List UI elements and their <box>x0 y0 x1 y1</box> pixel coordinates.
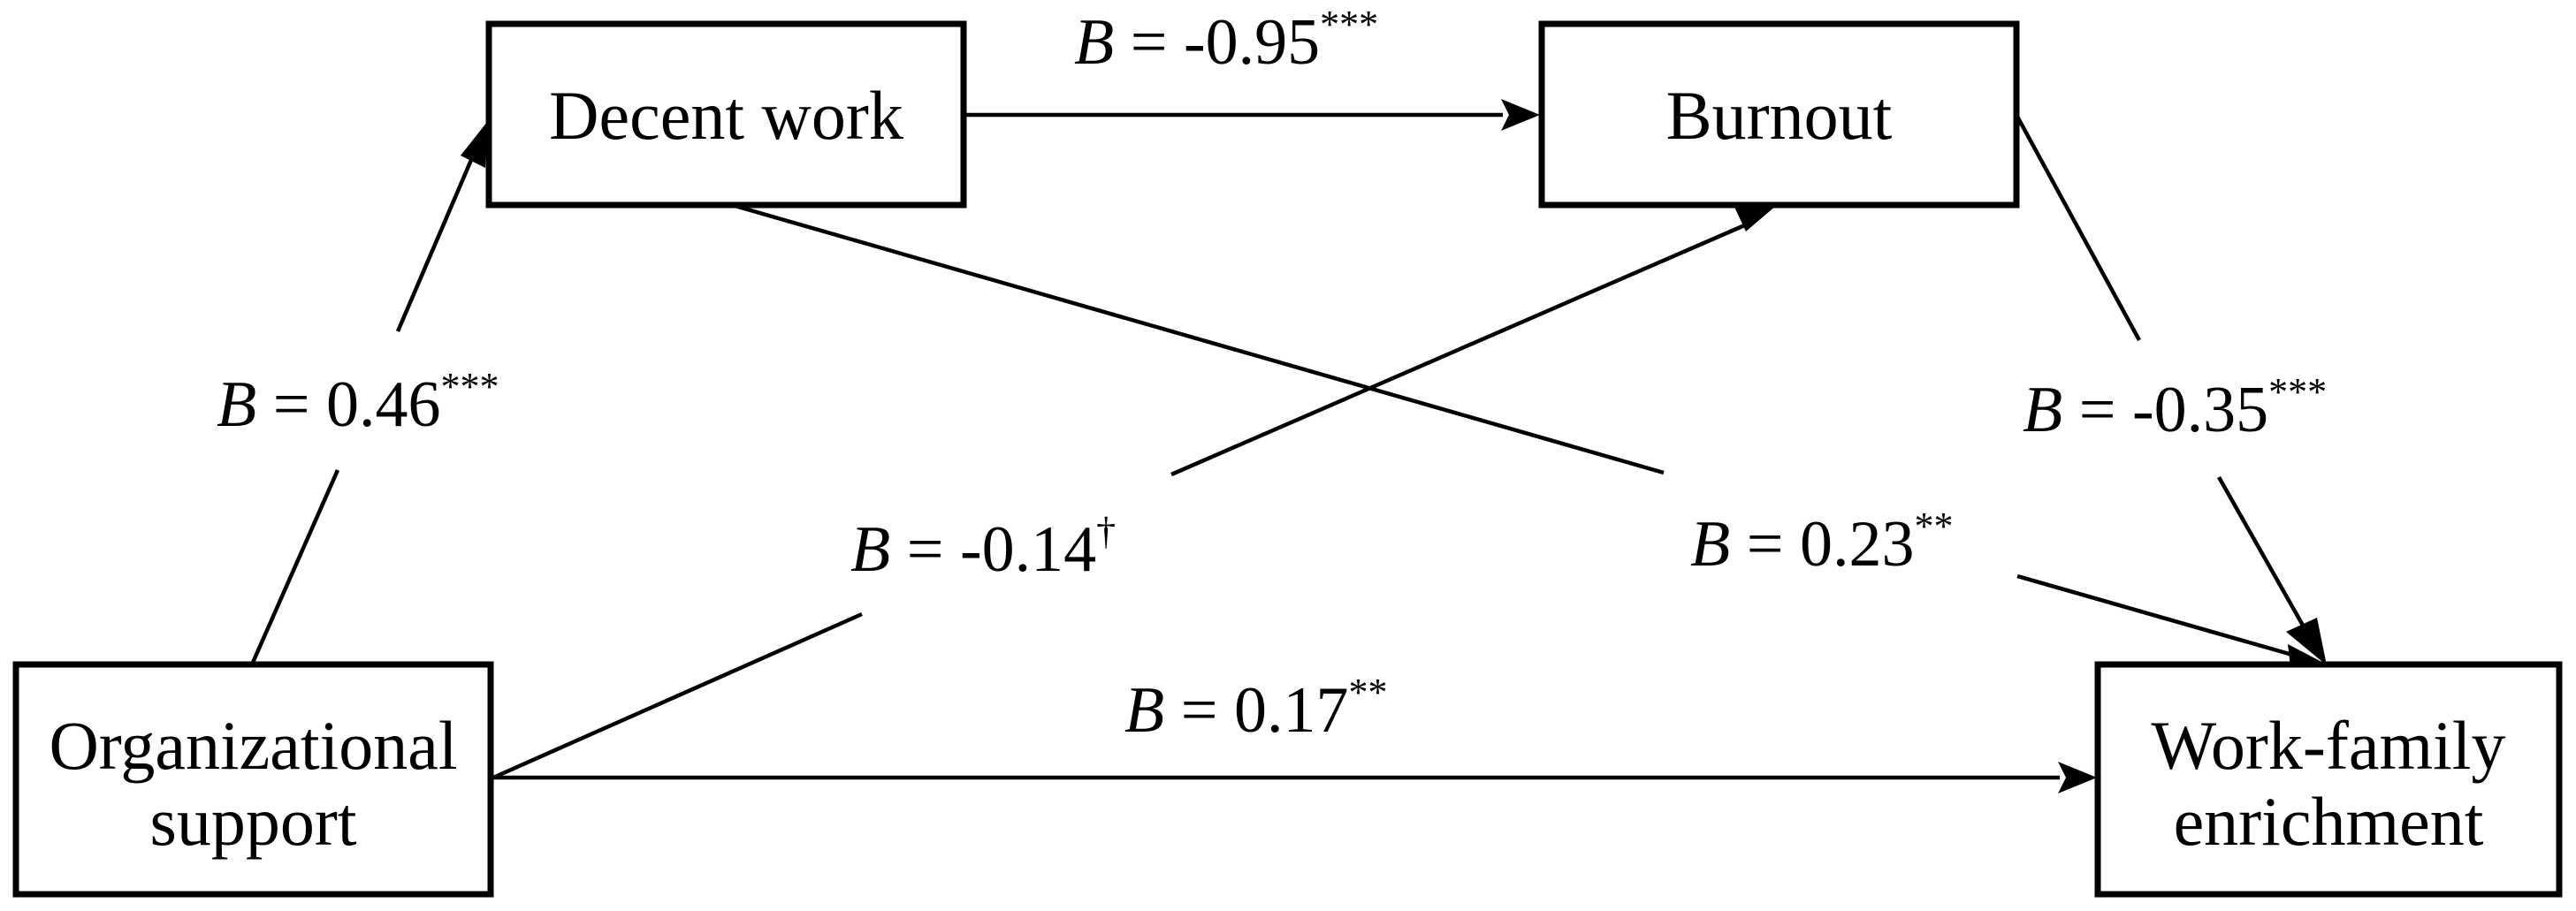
node-work-family-enrichment: Work-family enrichment <box>2094 661 2563 898</box>
node-decent-work: Decent work <box>485 20 967 209</box>
edge-org-to-decent-work-line <box>395 140 482 332</box>
label-significance: † <box>1096 510 1116 553</box>
edge-label-decent-work-to-burnout: B = -0.95*** <box>1074 3 1378 79</box>
arrowhead-icon <box>2286 618 2327 665</box>
edge-burnout-to-wfe-line <box>2015 113 2141 342</box>
label-coefficient: -0.14 <box>960 513 1096 586</box>
node-label-line: Work-family <box>2152 707 2506 784</box>
label-operator: = <box>907 513 944 586</box>
label-significance: *** <box>440 365 499 408</box>
arrowhead-icon <box>461 122 487 168</box>
edge-label-burnout-to-wfe: B = -0.35*** <box>2023 370 2327 446</box>
edge-decent-work-to-wfe-line <box>731 202 1665 475</box>
label-operator: = <box>1747 508 1784 581</box>
edges <box>249 99 2327 793</box>
label-significance: ** <box>1914 505 1953 548</box>
edge-label-org-to-decent-work: B = 0.46*** <box>217 365 499 441</box>
label-coefficient: 0.46 <box>326 368 441 441</box>
edge-org-to-burnout-line <box>492 611 863 780</box>
label-significance: ** <box>1348 671 1387 714</box>
edge-label-org-to-wfe: B = 0.17** <box>1124 671 1387 747</box>
arrowhead-icon <box>1501 99 1540 131</box>
node-box <box>2094 661 2563 898</box>
label-symbol: B <box>850 513 890 586</box>
node-box <box>1538 20 2020 209</box>
node-organizational-support: Organizational support <box>12 661 494 898</box>
node-label-line: enrichment <box>2174 783 2484 860</box>
node-label: Burnout <box>1666 77 1893 154</box>
label-symbol: B <box>1124 674 1164 747</box>
arrowhead-icon <box>2058 762 2097 793</box>
node-box <box>485 20 967 209</box>
node-label-line: support <box>150 783 357 860</box>
label-symbol: B <box>2023 374 2062 446</box>
node-label: Decent work <box>549 77 903 154</box>
label-operator: = <box>2079 374 2116 446</box>
label-coefficient: 0.17 <box>1234 674 1349 747</box>
label-coefficient: -0.35 <box>2132 374 2268 446</box>
label-symbol: B <box>1074 6 1114 79</box>
label-significance: *** <box>1320 3 1378 46</box>
edge-burnout-to-wfe-line <box>2217 475 2311 638</box>
edge-label-decent-work-to-wfe: B = 0.23** <box>1690 505 1953 581</box>
node-label-line: Organizational <box>49 707 457 784</box>
node-box <box>12 661 494 898</box>
label-symbol: B <box>1690 508 1730 581</box>
label-coefficient: 0.23 <box>1800 508 1915 581</box>
edge-org-to-burnout-line <box>1170 221 1749 477</box>
edge-decent-work-to-wfe-line <box>2016 573 2299 659</box>
edge-org-to-decent-work-line <box>249 469 340 665</box>
label-operator: = <box>1181 674 1218 747</box>
arrowhead-icon <box>1733 203 1777 232</box>
edge-label-org-to-burnout: B = -0.14† <box>850 510 1116 586</box>
label-significance: *** <box>2268 370 2327 414</box>
label-operator: = <box>273 368 310 441</box>
label-symbol: B <box>217 368 256 441</box>
label-operator: = <box>1131 6 1168 79</box>
label-coefficient: -0.95 <box>1184 6 1320 79</box>
node-burnout: Burnout <box>1538 20 2020 209</box>
